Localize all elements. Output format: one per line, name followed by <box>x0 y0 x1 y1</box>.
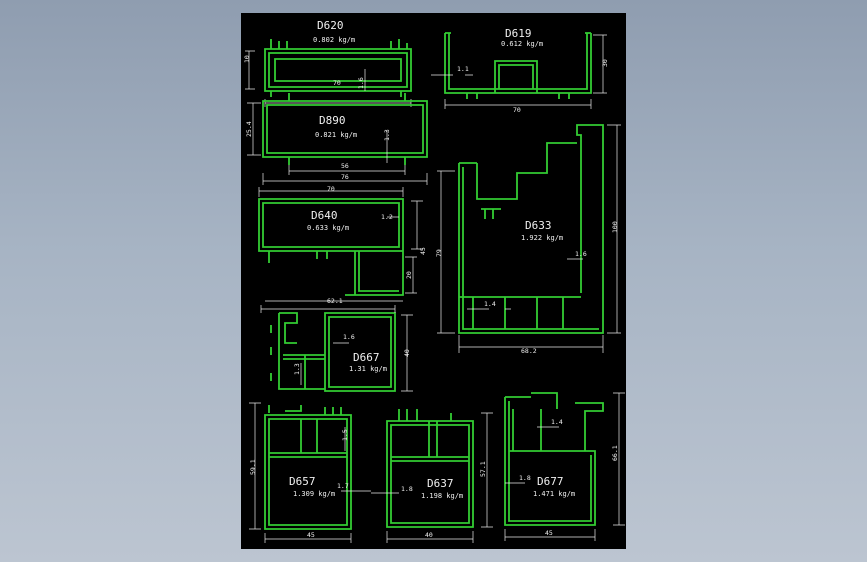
profile-d619: D619 0.612 kg/m 1.1 70 30 <box>431 27 609 114</box>
profile-drawing: D620 0.802 kg/m 10 70 1.6 D619 0.612 kg/… <box>243 19 625 543</box>
dimension-lines <box>247 102 428 185</box>
dimension-label: 57.1 <box>479 461 487 477</box>
dimension-label: 40 <box>403 349 411 357</box>
drawing-sheet: D620 0.802 kg/m 10 70 1.6 D619 0.612 kg/… <box>241 13 626 549</box>
profile-name: D657 <box>289 475 316 488</box>
dimension-lines <box>258 187 423 302</box>
dimension-label: 1.4 <box>551 418 563 426</box>
profile-weight: 1.922 kg/m <box>521 234 563 242</box>
dimension-label: 1.1 <box>457 65 469 73</box>
profile-weight: 1.31 kg/m <box>349 365 387 373</box>
profile-weight: 0.612 kg/m <box>501 40 543 48</box>
dimension-label: 62.1 <box>327 297 343 305</box>
dimension-label: 76 <box>341 173 349 181</box>
dimension-lines <box>504 392 625 541</box>
profile-name: D667 <box>353 351 380 364</box>
dimension-label: 1.8 <box>519 474 531 482</box>
dimension-lines <box>371 412 493 543</box>
profile-outline <box>264 39 412 97</box>
dimension-lines <box>245 50 412 107</box>
dimension-label: 1.7 <box>337 482 349 490</box>
dimension-label: 1.4 <box>484 300 496 308</box>
dimension-lines <box>260 305 413 392</box>
profile-name: D619 <box>505 27 532 40</box>
profile-outline <box>270 312 396 392</box>
dimension-lines <box>437 124 621 353</box>
profile-d637: D637 1.198 kg/m 1.8 57.1 40 <box>371 409 493 543</box>
dimension-label: 1.6 <box>343 333 355 341</box>
dimension-label: 10 <box>243 55 251 63</box>
dimension-label: 100 <box>611 221 619 233</box>
dimension-label: 45 <box>545 529 553 537</box>
profile-weight: 0.802 kg/m <box>313 36 355 44</box>
dimension-label: 70 <box>327 185 335 193</box>
dimension-lines <box>249 402 371 543</box>
profile-weight: 0.821 kg/m <box>315 131 357 139</box>
dimension-label: 1.3 <box>293 363 301 375</box>
dimension-label: 68.2 <box>521 347 537 355</box>
profile-name: D640 <box>311 209 338 222</box>
profile-d890: D890 0.821 kg/m 25.4 56 76 1.3 <box>245 93 428 185</box>
profile-d620: D620 0.802 kg/m 10 70 1.6 <box>243 19 412 107</box>
profile-outline <box>386 409 474 528</box>
profile-outline <box>444 32 592 99</box>
dimension-label: 79 <box>435 249 443 257</box>
profile-d677: D677 1.471 kg/m 1.4 66.1 1.8 45 <box>504 392 625 541</box>
profile-weight: 1.309 kg/m <box>293 490 335 498</box>
profile-weight: 0.633 kg/m <box>307 224 349 232</box>
dimension-label: 1.5 <box>341 429 349 441</box>
dimension-label: 56 <box>341 162 349 170</box>
dimension-label: 1.6 <box>575 250 587 258</box>
dimension-label: 59.1 <box>249 459 257 475</box>
profile-d633: D633 1.922 kg/m 79 100 1.6 1.4 68.2 <box>435 124 621 355</box>
dimension-label: 30 <box>601 59 609 67</box>
profile-name: D890 <box>319 114 346 127</box>
dimension-label: 1.2 <box>381 213 393 221</box>
dimension-label: 45 <box>307 531 315 539</box>
profile-d667: D667 1.31 kg/m 1.6 40 1.3 <box>260 305 413 392</box>
dimension-label: 25.4 <box>245 121 253 137</box>
profile-outline <box>262 93 428 165</box>
dimension-label: 1.3 <box>383 129 391 141</box>
dimension-label: 66.1 <box>611 445 619 461</box>
dimension-label: 1.8 <box>401 485 413 493</box>
profile-outline <box>458 124 604 334</box>
dimension-label: 70 <box>513 106 521 114</box>
profile-name: D677 <box>537 475 564 488</box>
profile-weight: 1.471 kg/m <box>533 490 575 498</box>
profile-name: D637 <box>427 477 454 490</box>
profile-d640: D640 0.633 kg/m 70 1.2 45 20 62.1 <box>258 185 427 305</box>
profile-outline <box>504 392 604 526</box>
dimension-label: 45 <box>419 247 427 255</box>
profile-weight: 1.198 kg/m <box>421 492 463 500</box>
dimension-label: 70 <box>333 79 341 87</box>
dimension-label: 1.6 <box>357 77 365 89</box>
dimension-lines <box>431 34 607 109</box>
profile-name: D620 <box>317 19 344 32</box>
profile-outline <box>264 405 352 530</box>
profile-outline <box>258 198 404 296</box>
profile-d657: D657 1.309 kg/m 59.1 1.5 1.7 45 <box>249 402 371 543</box>
profile-name: D633 <box>525 219 552 232</box>
dimension-label: 20 <box>405 271 413 279</box>
dimension-label: 40 <box>425 531 433 539</box>
